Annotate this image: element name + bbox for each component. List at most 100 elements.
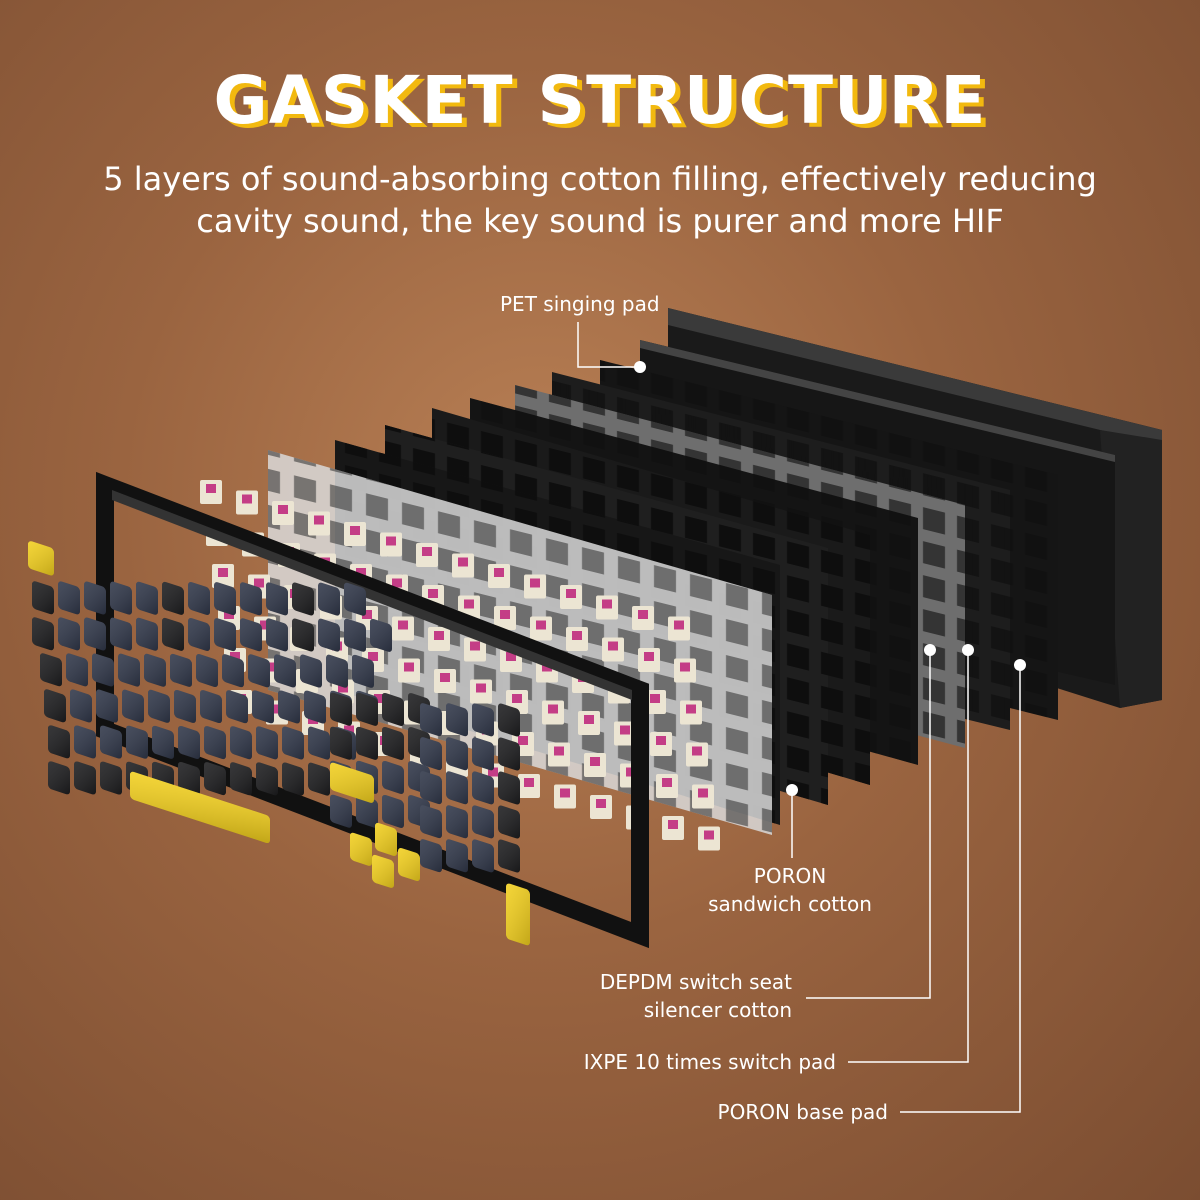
page-subtitle: 5 layers of sound-absorbing cotton filli…	[40, 158, 1160, 242]
subtitle-line-1: 5 layers of sound-absorbing cotton filli…	[103, 160, 1097, 198]
keycap	[344, 582, 366, 616]
keycap	[446, 703, 468, 737]
keycap	[498, 771, 520, 805]
page-title: GASKET STRUCTURE	[213, 62, 987, 139]
keycap	[446, 805, 468, 839]
switch	[212, 564, 234, 588]
switch	[434, 669, 456, 693]
label-poron-sandwich-line-2: sandwich cotton	[708, 892, 872, 916]
keycap	[498, 737, 520, 771]
keycap	[204, 726, 226, 760]
switch	[650, 732, 672, 756]
keycap	[356, 726, 378, 760]
switch	[428, 627, 450, 651]
keycap	[174, 689, 196, 723]
keycap	[58, 617, 80, 651]
switch	[452, 553, 474, 578]
keycap	[196, 654, 218, 688]
keycap	[256, 762, 278, 796]
keycap	[110, 617, 132, 651]
switch	[614, 721, 636, 746]
keycap	[240, 582, 262, 616]
keycap	[230, 726, 252, 760]
keycap	[100, 725, 122, 759]
keycap	[248, 654, 270, 688]
switch	[392, 616, 414, 641]
keycap	[498, 703, 520, 737]
keycap	[318, 618, 340, 652]
keycap	[266, 618, 288, 652]
switch	[236, 490, 258, 515]
switch	[464, 637, 486, 662]
keycap	[144, 653, 166, 687]
keycap	[398, 848, 420, 882]
switch	[542, 700, 564, 725]
keycap	[506, 883, 530, 946]
keycap	[84, 581, 106, 615]
keycap	[304, 690, 326, 724]
switch	[560, 585, 582, 609]
keycap	[252, 690, 274, 724]
label-depdm-switch-seat: DEPDM switch seat silencer cotton	[560, 968, 792, 1024]
keycap	[330, 692, 352, 726]
keycap	[370, 618, 392, 652]
keycap	[58, 581, 80, 615]
keycap	[74, 761, 96, 795]
keycap	[372, 854, 394, 888]
switch	[494, 606, 516, 630]
label-pet-singing-pad: PET singing pad	[500, 292, 660, 316]
keycap	[472, 839, 494, 873]
keycap	[66, 653, 88, 687]
keycap	[170, 653, 192, 687]
keycap	[188, 618, 210, 651]
keycap	[420, 703, 442, 737]
keycap	[352, 654, 374, 688]
keycap	[420, 805, 442, 839]
keycap	[382, 794, 404, 828]
keycap	[472, 805, 494, 839]
keycap	[375, 822, 397, 856]
keycap	[32, 617, 54, 651]
keycap	[110, 581, 132, 615]
switch	[590, 795, 612, 819]
switch	[698, 826, 720, 851]
keycap	[472, 771, 494, 805]
keycap	[382, 726, 404, 760]
keycap	[382, 760, 404, 794]
switch	[578, 711, 600, 735]
switch	[488, 564, 510, 588]
subtitle-line-2: cavity sound, the key sound is purer and…	[196, 202, 1004, 240]
label-depdm-line-1: DEPDM switch seat	[599, 970, 792, 994]
keycap	[382, 692, 404, 726]
keycap	[420, 771, 442, 805]
keycap	[178, 725, 200, 759]
keycap	[136, 581, 158, 615]
keycap	[204, 762, 226, 796]
switch	[656, 774, 678, 798]
keycap	[356, 794, 378, 828]
keycap	[274, 654, 296, 688]
keycap	[318, 582, 340, 616]
keycap	[70, 689, 92, 723]
switch	[308, 511, 330, 536]
switch	[668, 616, 690, 641]
switch	[200, 480, 222, 504]
switch	[680, 700, 702, 725]
label-poron-base-pad: PORON base pad	[717, 1100, 888, 1124]
keycap	[356, 692, 378, 726]
keycap	[222, 654, 244, 688]
switch	[272, 501, 294, 525]
keycap	[92, 653, 114, 687]
keycap	[44, 689, 66, 723]
switch	[398, 658, 420, 683]
keycap	[308, 762, 330, 796]
switch	[644, 690, 666, 714]
keycap	[40, 653, 62, 687]
keycap	[326, 654, 348, 688]
switch	[596, 595, 618, 620]
keycap	[96, 689, 118, 723]
switch	[344, 522, 366, 546]
keycap	[498, 839, 520, 873]
switch	[692, 784, 714, 809]
